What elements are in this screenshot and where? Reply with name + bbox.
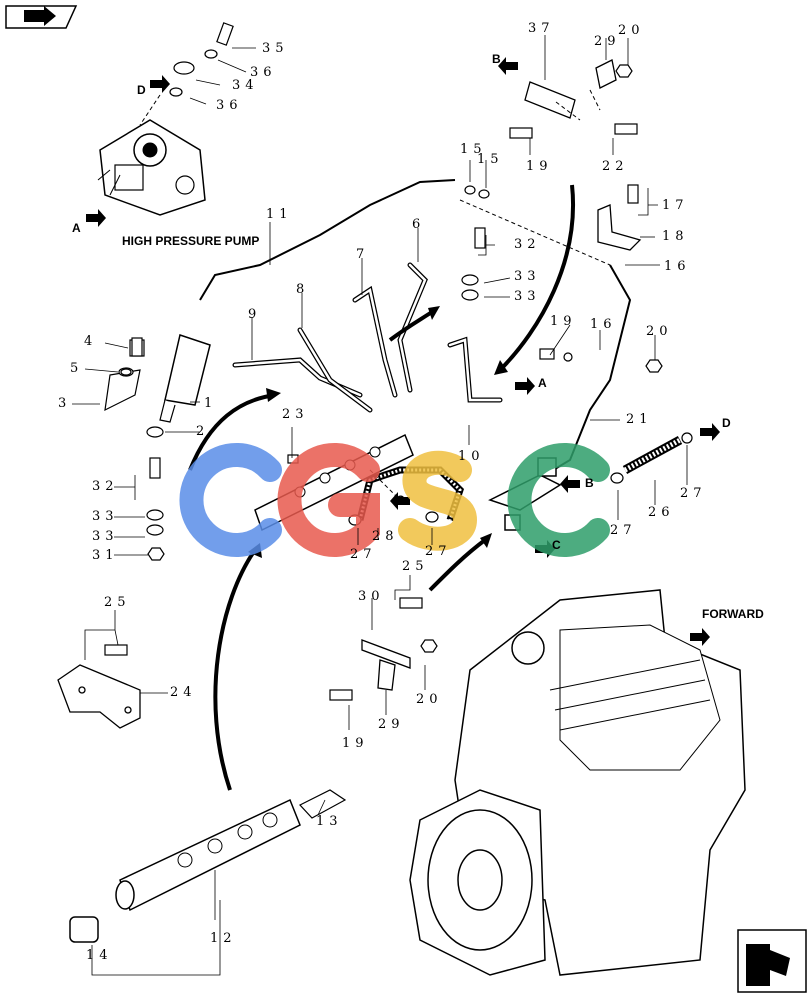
watermark <box>179 443 610 557</box>
bracket-37 <box>524 59 617 119</box>
callout-32-top: 32 <box>514 237 541 252</box>
callout-29-bottom: 29 <box>378 717 405 732</box>
callout-27-mid: 27 <box>610 523 637 538</box>
forward-label: FORWARD <box>702 607 764 621</box>
leak-off-line <box>199 179 456 301</box>
callout-34: 34 <box>232 78 259 93</box>
callout-32-left: 32 <box>92 479 119 494</box>
ref-letter-d-hose: D <box>722 416 731 430</box>
callout-7: 7 <box>356 247 370 262</box>
watermark-letter-1 <box>179 443 282 557</box>
watermark-letter-2 <box>277 443 380 557</box>
callout-8: 8 <box>296 282 310 297</box>
callout-24: 24 <box>170 685 197 700</box>
callout-27-left: 27 <box>350 547 377 562</box>
callout-18: 18 <box>662 229 689 244</box>
callout-19-bottom: 19 <box>342 736 369 751</box>
bracket-18 <box>597 204 642 251</box>
callout-36-bottom: 36 <box>216 98 243 113</box>
callout-6: 6 <box>412 217 426 232</box>
callout-27-center: 27 <box>425 544 452 559</box>
ref-letter-a-line: A <box>538 376 547 390</box>
ref-letter-b-bracket: B <box>492 52 501 66</box>
ref-letter-c-fitting: C <box>552 538 561 552</box>
callout-22: 22 <box>602 159 629 174</box>
callout-16-mid: 16 <box>590 317 617 332</box>
callout-33-top-a: 33 <box>514 269 541 284</box>
callout-17: 17 <box>662 198 689 213</box>
ref-letter-b-fitting: B <box>585 476 594 490</box>
ref-letter-a-pump: A <box>72 221 81 235</box>
next-page-icon[interactable] <box>737 929 807 993</box>
callout-25-mid: 25 <box>402 559 429 574</box>
callout-1: 1 <box>204 396 218 411</box>
callout-15a: 15 <box>460 142 487 157</box>
fuel-rail <box>69 789 347 943</box>
callout-37: 37 <box>528 21 555 36</box>
callout-20-mid: 20 <box>646 324 673 339</box>
callout-14: 14 <box>86 948 113 963</box>
callout-27-right: 27 <box>680 486 707 501</box>
callout-16-top: 16 <box>664 259 691 274</box>
callout-33-top-b: 33 <box>514 289 541 304</box>
callout-19-mid: 19 <box>550 314 577 329</box>
bracket-30 <box>361 639 411 691</box>
callout-5: 5 <box>70 361 84 376</box>
callout-25-left: 25 <box>104 595 131 610</box>
callout-36-top: 36 <box>250 65 277 80</box>
callout-10: 10 <box>458 449 485 464</box>
callout-11: 11 <box>266 207 293 222</box>
injector <box>104 334 211 438</box>
high-pressure-pump <box>97 119 206 216</box>
callout-35: 35 <box>262 41 289 56</box>
callout-12: 12 <box>210 931 237 946</box>
callout-28: 28 <box>372 529 399 544</box>
callout-23: 23 <box>282 407 309 422</box>
callout-33-left-b: 33 <box>92 529 119 544</box>
callout-2: 2 <box>196 424 210 439</box>
ref-letter-c-hose: C <box>396 493 405 507</box>
hose-26 <box>622 436 683 474</box>
callout-30: 30 <box>358 589 385 604</box>
high-pressure-pump-label: HIGH PRESSURE PUMP <box>122 234 260 248</box>
callout-9: 9 <box>248 307 262 322</box>
engine-block <box>409 589 746 976</box>
callout-3: 3 <box>58 396 72 411</box>
callout-leaders <box>72 35 688 976</box>
callout-31: 31 <box>92 548 119 563</box>
callout-33-left-a: 33 <box>92 509 119 524</box>
injection-lines <box>232 262 503 413</box>
ref-letter-d-pump: D <box>137 83 146 97</box>
callout-20-bottom: 20 <box>416 692 443 707</box>
callout-4: 4 <box>84 334 98 349</box>
nuts-washers <box>120 49 693 653</box>
callout-20-top: 20 <box>618 23 645 38</box>
callout-26: 26 <box>648 505 675 520</box>
bracket-24 <box>57 664 141 729</box>
callout-15b: 15 <box>477 152 504 167</box>
callout-21: 21 <box>626 412 653 427</box>
watermark-letter-4 <box>507 443 610 557</box>
watermark-letter-3 <box>398 450 478 551</box>
callout-29-top: 29 <box>594 34 621 49</box>
nav-arrow-icon[interactable] <box>5 5 78 29</box>
callout-13: 13 <box>316 814 343 829</box>
callout-19-top: 19 <box>526 159 553 174</box>
